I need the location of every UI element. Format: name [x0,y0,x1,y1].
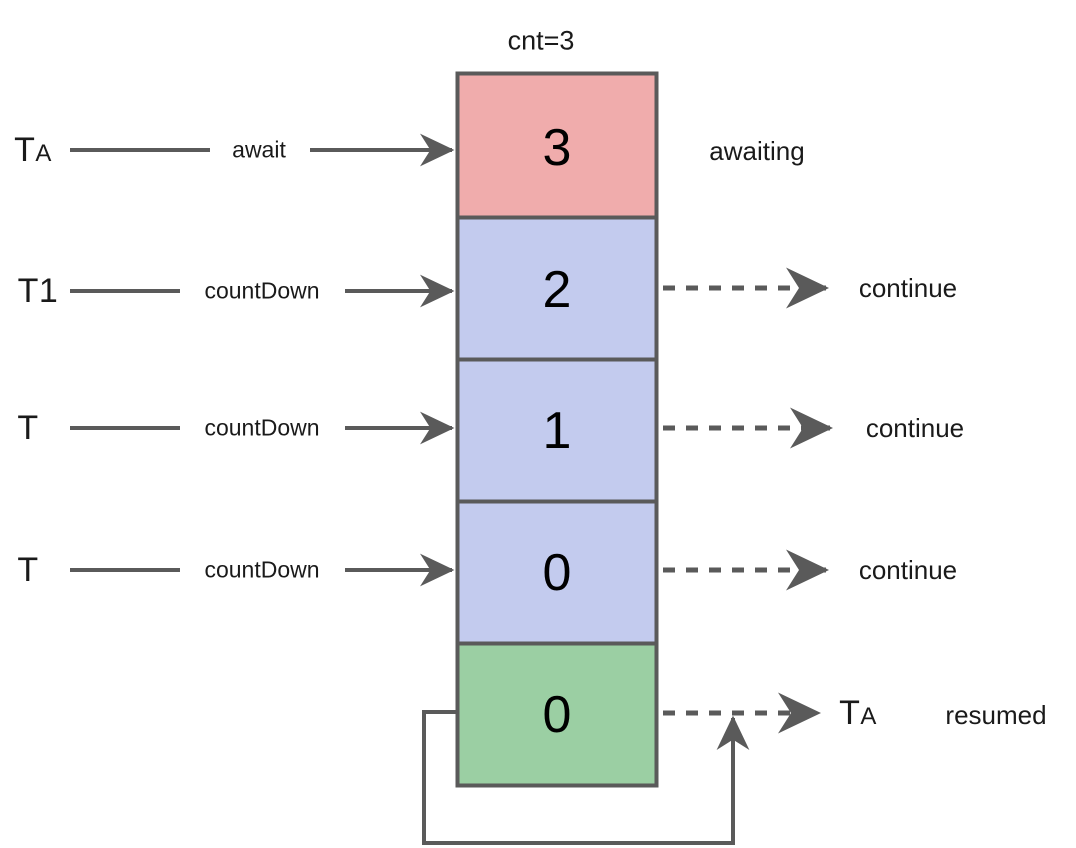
latch-stack [455,71,659,788]
feedback-loop [422,710,750,845]
left-connectors [70,133,455,587]
stack-cell-1 [455,215,659,362]
feedback-loop-path [422,710,750,845]
right-connectors [663,267,833,734]
stack-cell-4 [455,641,659,788]
stack-cell-3 [455,499,659,646]
stack-cell-0 [455,71,659,220]
stack-cell-2 [455,357,659,504]
